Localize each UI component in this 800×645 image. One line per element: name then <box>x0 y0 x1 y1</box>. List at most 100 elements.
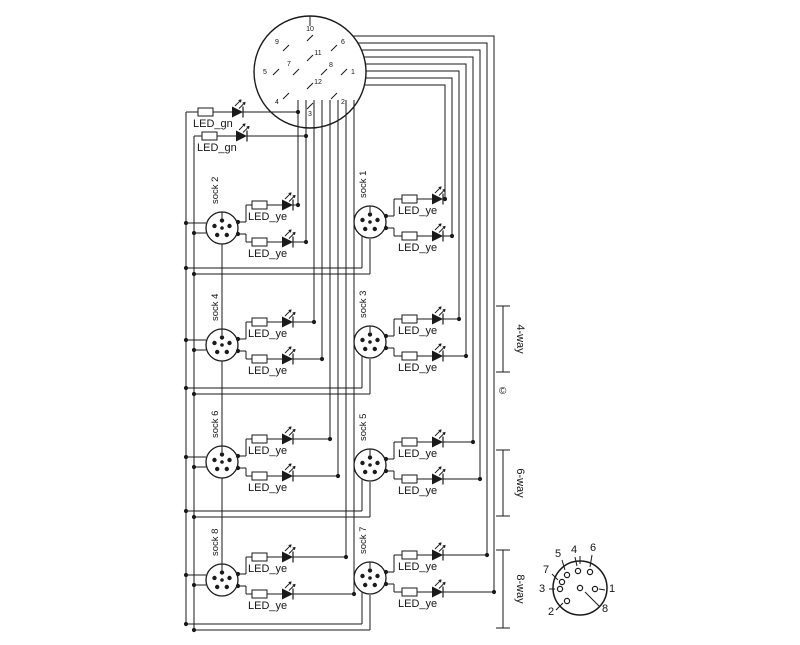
led-icon <box>431 343 446 363</box>
socket-label: sock 3 <box>358 291 369 318</box>
socket-label: sock 8 <box>210 529 221 556</box>
resistor-icon <box>401 194 418 204</box>
resistor-icon <box>401 351 418 361</box>
socket-group-left-2: sock 4 LED_ye LED_ye <box>186 294 322 377</box>
led-label: LED_ye <box>398 325 437 337</box>
resistor-icon <box>251 354 268 364</box>
led-label: LED_ye <box>398 448 437 460</box>
led-label: LED_ye <box>398 205 437 217</box>
green-led-circuit-1: LED_gn <box>186 99 298 130</box>
connector-pin-label: 5 <box>263 69 267 76</box>
led-icon <box>281 581 296 601</box>
pinout-diagram: 1 2 3 4 5 6 7 8 <box>539 542 615 618</box>
junction-dots <box>183 109 497 633</box>
led-label: LED_ye <box>248 482 287 494</box>
led-icon <box>431 306 446 326</box>
led-icon <box>431 579 446 599</box>
led-icon <box>281 346 296 366</box>
resistor-icon <box>251 552 268 562</box>
variant-label: 6-way <box>514 468 526 498</box>
variant-label: 8-way <box>514 574 526 604</box>
green-led-label: LED_gn <box>193 118 233 130</box>
resistor-icon <box>251 237 268 247</box>
main-connector-pin-ticks <box>272 34 348 110</box>
resistor-icon <box>401 550 418 560</box>
middle-signal-buses <box>297 100 355 594</box>
socket-icon <box>353 325 387 359</box>
main-connector: 1 2 3 4 5 6 7 8 9 10 11 12 <box>253 15 367 129</box>
pinout-pin-label: 6 <box>590 542 596 554</box>
pinout-pin-label: 4 <box>571 544 577 556</box>
connector-pin-label: 2 <box>341 99 345 106</box>
resistor-icon <box>251 434 268 444</box>
resistor-icon <box>251 200 268 210</box>
socket-group-right-1: sock 1 LED_ye LED_ye <box>186 171 452 275</box>
led-label: LED_ye <box>248 328 287 340</box>
led-label: LED_ye <box>398 561 437 573</box>
copyright-mark: © <box>499 386 507 397</box>
resistor-icon <box>251 317 268 327</box>
pinout-pin-label: 3 <box>539 583 545 595</box>
led-icon <box>281 426 296 446</box>
led-label: LED_ye <box>248 365 287 377</box>
led-icon <box>431 186 446 206</box>
led-label: LED_ye <box>398 485 437 497</box>
variant-bracket-6way: 6-way <box>496 449 526 517</box>
led-icon <box>281 229 296 249</box>
resistor-icon <box>251 471 268 481</box>
socket-group-left-1: sock 2 LED_ye LED_ye <box>186 177 306 260</box>
socket-group-left-4: sock 8 LED_ye LED_ye <box>186 529 354 612</box>
connector-pin-label: 9 <box>275 39 279 46</box>
socket-label: sock 5 <box>358 414 369 441</box>
socket-icon <box>353 205 387 239</box>
led-icon <box>431 223 446 243</box>
resistor-icon <box>401 437 418 447</box>
left-power-buses <box>185 112 195 630</box>
socket-icon <box>205 328 239 362</box>
connector-pin-label: 8 <box>329 62 333 69</box>
led-label: LED_ye <box>248 211 287 223</box>
green-led-circuit-2: LED_gn <box>194 123 306 154</box>
socket-label: sock 2 <box>210 177 221 204</box>
pinout-pin-label: 7 <box>543 564 549 576</box>
socket-icon <box>353 561 387 595</box>
socket-icon <box>205 445 239 479</box>
pinout-leader-lines <box>549 554 606 611</box>
led-label: LED_ye <box>248 248 287 260</box>
variant-bracket-4way: 4-way <box>496 305 526 373</box>
led-icon <box>231 99 246 119</box>
socket-label: sock 7 <box>358 527 369 554</box>
socket-label: sock 6 <box>210 411 221 438</box>
resistor-icon <box>197 107 214 117</box>
led-icon <box>431 466 446 486</box>
led-icon <box>235 123 250 143</box>
led-label: LED_ye <box>248 445 287 457</box>
pinout-pin-label: 8 <box>602 603 608 615</box>
led-icon <box>281 309 296 329</box>
socket-group-right-3: sock 5 LED_ye LED_ye <box>186 414 480 518</box>
right-feed-wires <box>353 35 495 592</box>
pinout-pin-label: 5 <box>555 548 561 560</box>
green-led-label: LED_gn <box>197 142 237 154</box>
connector-pin-label: 12 <box>314 79 322 86</box>
connector-pin-label: 1 <box>351 69 355 76</box>
resistor-icon <box>401 231 418 241</box>
resistor-icon <box>401 314 418 324</box>
resistor-icon <box>401 587 418 597</box>
led-icon <box>281 544 296 564</box>
led-icon <box>281 463 296 483</box>
connector-pin-label: 11 <box>314 50 321 57</box>
connector-pin-label: 4 <box>275 99 279 106</box>
pinout-pins <box>556 567 599 605</box>
variant-bracket-8way: 8-way <box>496 549 526 629</box>
resistor-icon <box>251 589 268 599</box>
variant-label: 4-way <box>514 324 526 354</box>
led-icon <box>281 192 296 212</box>
pinout-pin-label: 2 <box>548 606 554 618</box>
led-label: LED_ye <box>248 600 287 612</box>
pinout-pin-label: 1 <box>609 583 615 595</box>
led-label: LED_ye <box>398 598 437 610</box>
socket-icon <box>353 448 387 482</box>
